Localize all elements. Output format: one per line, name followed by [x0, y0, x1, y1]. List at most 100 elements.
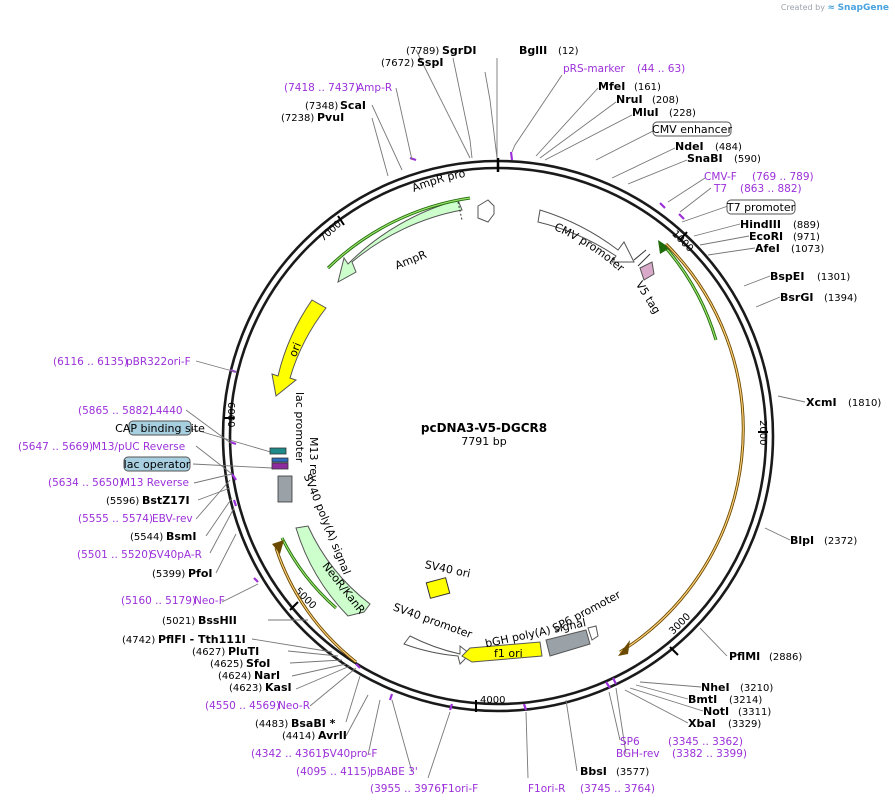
- site-xcmi[interactable]: XcmI: [806, 396, 837, 409]
- site-pluti[interactable]: PluTI: [228, 645, 259, 658]
- pbabe-mark: [388, 693, 394, 701]
- scale-4000: 4000: [480, 695, 505, 706]
- sv40-polya-block: [277, 475, 293, 503]
- site-pflmi[interactable]: PflMI: [729, 650, 760, 663]
- site-kasi-pos: (4623): [229, 683, 262, 694]
- site-hindiii[interactable]: HindIII: [740, 218, 781, 231]
- primer-f1ori-r-range: (3745 .. 3764): [580, 783, 655, 795]
- site-bsabi[interactable]: BsaBI *: [291, 717, 336, 730]
- sp6-promoter-arrow: [587, 625, 599, 641]
- primer-pbr322ori-f[interactable]: pBR322ori-F: [126, 356, 191, 368]
- primer-sp6[interactable]: SP6: [620, 736, 640, 748]
- primer-bgh-rev[interactable]: BGH-rev: [616, 748, 660, 760]
- primer-sv40pa-r[interactable]: SV40pA-R: [150, 549, 202, 561]
- primer-amp-r-range: (7418 .. 7437): [284, 82, 359, 94]
- site-bglii[interactable]: BglII: [519, 44, 547, 57]
- primer-sv40pro-f-range: (4342 .. 4361): [251, 748, 326, 760]
- site-noti-pos: (3311): [738, 707, 771, 718]
- primer-prs-marker[interactable]: pRS-marker: [563, 63, 626, 75]
- cap-site-mark: [269, 447, 287, 455]
- site-nhei[interactable]: NheI: [701, 681, 730, 694]
- primer-l4440[interactable]: L4440: [150, 405, 183, 417]
- primer-neo-r[interactable]: Neo-R: [278, 700, 310, 712]
- primer-f1ori-r[interactable]: F1ori-R: [528, 783, 565, 795]
- site-bmti[interactable]: BmtI: [688, 693, 717, 706]
- m13-rev-mark: [271, 462, 289, 470]
- site-hindiii-pos: (889): [793, 220, 820, 231]
- site-bsrgi[interactable]: BsrGI: [780, 291, 813, 304]
- site-pfoi[interactable]: PfoI: [188, 567, 213, 580]
- site-bsmi-pos: (5544): [130, 532, 163, 543]
- sv40-ori-box: [425, 577, 451, 599]
- site-bsshii[interactable]: BssHII: [198, 614, 237, 627]
- site-sspi[interactable]: SspI: [417, 56, 443, 69]
- scale-6000: 6000: [225, 402, 236, 427]
- feature-ampr: AmpR: [393, 248, 429, 272]
- site-labels: (7789) SgrDI (7672) SspI BglII (12) MfeI…: [106, 44, 881, 778]
- site-pflfi[interactable]: PflFI - Tth111I: [158, 633, 246, 646]
- site-snabi-pos: (590): [734, 154, 761, 165]
- primer-m13-reverse[interactable]: M13 Reverse: [121, 477, 189, 489]
- site-nrui[interactable]: NruI: [616, 93, 643, 106]
- primer-sv40pa-r-range: (5501 .. 5520): [77, 549, 152, 561]
- ampr-promoter-arrow: [477, 199, 495, 223]
- primer-sv40pro-f[interactable]: SV40pro-F: [323, 748, 377, 760]
- site-kasi[interactable]: KasI: [265, 681, 292, 694]
- site-sgrdi[interactable]: SgrDI: [442, 44, 476, 57]
- ampr-orf-outer-highlight: [327, 197, 471, 269]
- site-pvui-pos: (7238): [281, 113, 314, 124]
- site-snabi[interactable]: SnaBI: [687, 152, 723, 165]
- site-mfei[interactable]: MfeI: [598, 80, 625, 93]
- site-avrii[interactable]: AvrII: [318, 729, 347, 742]
- site-mlui[interactable]: MluI: [632, 106, 659, 119]
- primer-ebv-rev[interactable]: EBV-rev: [152, 513, 193, 525]
- site-bmti-pos: (3214): [729, 695, 762, 706]
- primer-marks: [229, 151, 685, 711]
- l4440-mark: [229, 440, 237, 446]
- lac-promoter-mark: [271, 457, 289, 463]
- site-pflmi-pos: (2886): [769, 652, 802, 663]
- primer-neo-f[interactable]: Neo-F: [194, 595, 225, 607]
- cmv-promoter-arrow: [537, 209, 635, 263]
- primer-t7[interactable]: T7: [713, 183, 727, 195]
- site-sspi-pos: (7672): [381, 58, 414, 69]
- primer-cmv-f[interactable]: CMV-F: [704, 171, 737, 183]
- sp6-mark: [605, 681, 611, 689]
- site-xbai[interactable]: XbaI: [688, 717, 716, 730]
- site-bbsi-pos: (3577): [616, 767, 649, 778]
- site-bstz17i[interactable]: BstZ17I: [142, 494, 190, 507]
- site-scai-pos: (7348): [305, 101, 338, 112]
- site-sgrdi-pos: (7789): [406, 46, 439, 57]
- primer-pbabe[interactable]: pBABE 3': [370, 766, 418, 778]
- site-bstz17i-pos: (5596): [106, 496, 139, 507]
- ebv-rev-mark: [231, 473, 237, 481]
- label-cmv-enhancer: CMV enhancer: [652, 123, 732, 136]
- sv40pro-f-mark: [355, 663, 361, 669]
- site-pvui[interactable]: PvuI: [317, 111, 344, 124]
- site-bsmi[interactable]: BsmI: [166, 530, 197, 543]
- site-blpi[interactable]: BlpI: [790, 534, 814, 547]
- site-ndei[interactable]: NdeI: [675, 140, 704, 153]
- site-sfoi[interactable]: SfoI: [246, 657, 270, 670]
- site-nari[interactable]: NarI: [254, 669, 280, 682]
- leader-lines: [185, 49, 806, 779]
- primer-f1ori-f-range: (3955 .. 3976): [370, 783, 445, 795]
- site-bspei[interactable]: BspEI: [770, 270, 804, 283]
- neor-kanr-arrow: [295, 525, 371, 617]
- amp-r-mark: [409, 156, 417, 162]
- site-mfei-pos: (161): [634, 82, 661, 93]
- scale-ticks: [224, 215, 768, 712]
- site-bbsi[interactable]: BbsI: [580, 765, 607, 778]
- site-noti[interactable]: NotI: [703, 705, 729, 718]
- primer-pbr322ori-f-range: (6116 .. 6135): [53, 356, 128, 368]
- primer-amp-r[interactable]: Amp-R: [357, 82, 392, 94]
- plasmid-name: pcDNA3-V5-DGCR8: [421, 421, 547, 435]
- primer-f1ori-f[interactable]: F1ori-F: [442, 783, 478, 795]
- label-cap-binding-site: CAP binding site: [115, 422, 205, 435]
- site-ecori[interactable]: EcoRI: [749, 230, 783, 243]
- site-scai[interactable]: ScaI: [340, 99, 366, 112]
- site-afei[interactable]: AfeI: [755, 242, 780, 255]
- v5-tag: [639, 261, 655, 281]
- primer-m13-puc[interactable]: M13/pUC Reverse: [92, 441, 185, 453]
